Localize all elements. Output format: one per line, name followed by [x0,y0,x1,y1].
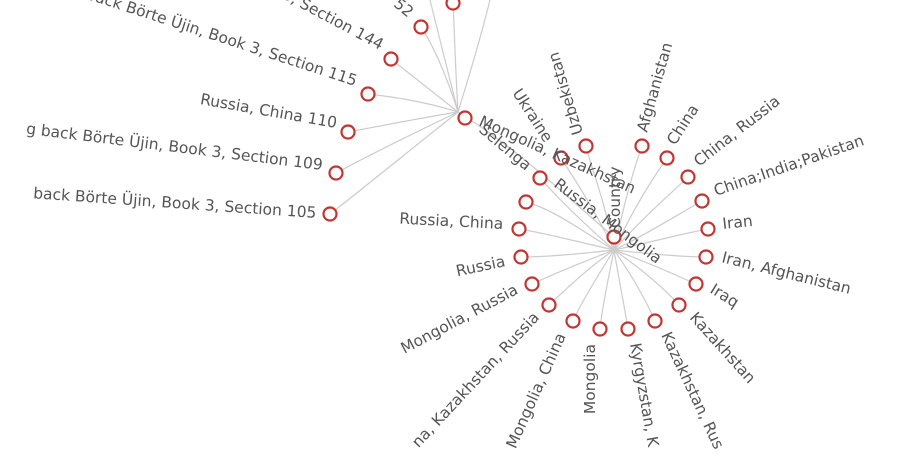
edge-c-mongolia-russia [531,249,615,285]
edge-c-russia-mongolia [525,201,615,251]
node-left-section-115[interactable] [360,86,376,102]
node-kyrgyzstan[interactable] [620,321,636,337]
node-china[interactable] [659,150,675,166]
edge-upper-right [457,0,491,113]
edge-left-2 [367,93,459,113]
edge-c-kyrgyzstan [613,249,629,330]
node-mongolia-china[interactable] [565,313,581,329]
edge-c-selenga [539,177,615,251]
node-selenga[interactable] [532,170,548,186]
label-iraq: Iraq [707,280,742,311]
label-china-russia: China, Russia [690,92,783,170]
label-russia-china: Russia, China [399,210,504,233]
label-country-hub: Country [606,166,624,228]
node-left-section-109[interactable] [328,165,344,181]
node-iran-afghanistan[interactable] [698,249,714,265]
node-left-52[interactable] [413,19,429,35]
node-china-india-pakistan[interactable] [694,193,710,209]
edge-left-4 [335,111,459,174]
node-russia[interactable] [513,249,529,265]
node-left-mongolia-kazakhstan[interactable] [457,110,473,126]
edge-left-1 [390,58,459,113]
label-left-section-109: g back Börte Üjin, Book 3, Section 109 [25,119,324,174]
tree-nodes [322,0,716,337]
edge-left-5 [329,111,459,215]
node-left-russia-china-110[interactable] [340,124,356,140]
edge-upper-left-hub [429,0,459,113]
label-iran-afghanistan: Iran, Afghanistan [720,248,853,297]
node-mongolia-russia[interactable] [524,276,540,292]
node-country-hub[interactable] [606,229,622,245]
node-left-top[interactable] [445,0,461,11]
edge-c-russia-china [518,228,615,251]
label-russia: Russia [454,252,507,280]
node-iraq[interactable] [688,276,704,292]
node-left-section-144[interactable] [383,51,399,67]
label-left-52: 52 [390,0,417,21]
node-russia-china[interactable] [511,221,527,237]
edge-c-mongolia-china [572,249,615,322]
node-ukraine[interactable] [553,150,569,166]
node-kazakhstan-russia[interactable] [647,313,663,329]
label-uzbekistan: Uzbekistan [545,50,587,137]
node-left-section-105[interactable] [322,206,338,222]
node-mongolia[interactable] [592,321,608,337]
label-china: China [663,101,702,148]
node-russia-mongolia[interactable] [518,194,534,210]
node-iran[interactable] [700,221,716,237]
edge-left-3 [347,111,459,133]
edge-c-nkr [548,249,615,306]
tree-labels: 52 Book 3, Section 144 king back Börte Ü… [25,0,866,452]
label-left-russia-china-110: Russia, China 110 [199,90,339,132]
label-kazakhstan: Kazakhstan [686,309,759,387]
label-iran: Iran [722,212,754,233]
node-uzbekistan[interactable] [578,138,594,154]
label-afghanistan: Afghanistan [634,40,677,134]
label-left-section-105: back Börte Üjin, Book 3, Section 105 [33,183,317,222]
label-kyrgyzstan: Kyrgyzstan, K [626,342,662,449]
label-mongolia: Mongolia [581,344,599,414]
node-china-russia[interactable] [680,169,696,185]
node-kazakhstan[interactable] [671,297,687,313]
node-afghanistan[interactable] [634,138,650,154]
node-mongolia-kazakhstan-russia[interactable] [541,297,557,313]
